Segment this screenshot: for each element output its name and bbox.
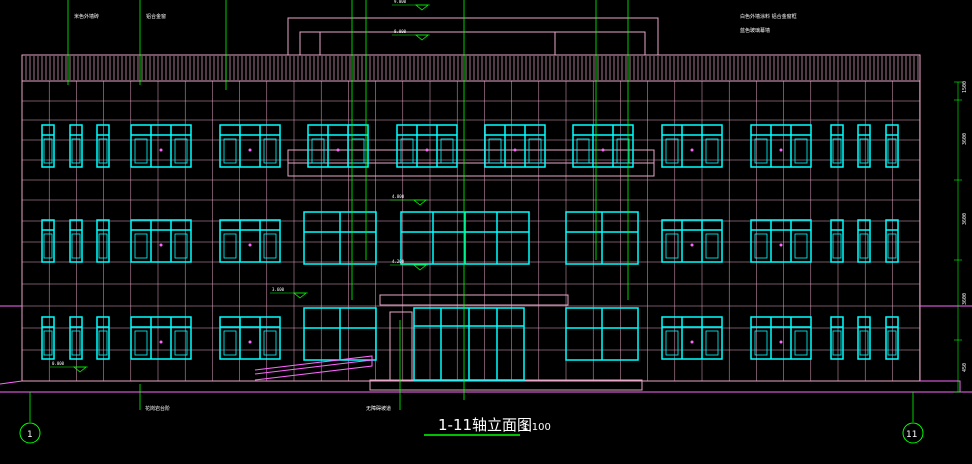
facade-outline	[21, 80, 921, 382]
entrance-portico	[287, 149, 655, 391]
window	[661, 219, 723, 263]
axis-bubble-left: 1	[19, 422, 41, 444]
window	[219, 316, 281, 360]
narrow-window	[885, 124, 899, 168]
bay-window	[303, 211, 377, 265]
window-handle-icon	[513, 148, 517, 152]
window-handle-icon	[690, 340, 694, 344]
elevation-label: 0.000	[52, 361, 65, 366]
elevation-mark: 4.800	[390, 194, 428, 206]
bay-window	[565, 307, 639, 361]
window	[130, 316, 192, 360]
narrow-window	[857, 219, 871, 263]
window	[396, 124, 458, 168]
annotation-leaders	[29, 0, 914, 422]
elevation-label: 4.800	[392, 194, 405, 199]
narrow-window	[885, 219, 899, 263]
elevation-mark: 0.000	[50, 361, 88, 373]
bay-window	[565, 211, 639, 265]
dim-2: 3600	[962, 133, 968, 145]
roof-stair-tower	[287, 17, 659, 55]
narrow-window	[41, 124, 55, 168]
window	[130, 124, 192, 168]
elevation-label: 9.000	[394, 0, 407, 4]
window-handle-icon	[690, 148, 694, 152]
elevation-mark: 4.200	[390, 259, 428, 271]
dim-4: 3600	[962, 293, 968, 305]
window-handle-icon	[248, 340, 252, 344]
narrow-window	[830, 124, 844, 168]
dim-3: 3600	[962, 213, 968, 225]
window-handle-icon	[159, 340, 163, 344]
window-set	[41, 124, 899, 361]
window-handle-icon	[690, 243, 694, 247]
window-handle-icon	[336, 148, 340, 152]
window	[307, 124, 369, 168]
narrow-window	[830, 316, 844, 360]
narrow-window	[96, 124, 110, 168]
window-handle-icon	[779, 243, 783, 247]
note-bottom-left: 花岗岩台阶	[145, 405, 170, 412]
facade-tile-grid	[21, 81, 920, 381]
svg-text:1: 1	[27, 430, 33, 440]
window	[572, 124, 634, 168]
window-handle-icon	[248, 243, 252, 247]
window-handle-icon	[159, 148, 163, 152]
elevation-mark: 3.600	[270, 287, 308, 299]
svg-text:11: 11	[906, 430, 917, 440]
window-handle-icon	[601, 148, 605, 152]
elevation-label: 8.000	[394, 29, 407, 34]
narrow-window	[857, 124, 871, 168]
elevation-label: 4.200	[392, 259, 405, 264]
dim-1: 1500	[962, 81, 968, 93]
window	[484, 124, 546, 168]
note-top-right-1: 白色外墙涂料 铝合金窗框	[740, 13, 797, 20]
narrow-window	[885, 316, 899, 360]
window	[661, 124, 723, 168]
window-handle-icon	[425, 148, 429, 152]
note-top-left-1: 米色外墙砖	[74, 13, 99, 20]
note-top-right-2: 蓝色玻璃幕墙	[740, 27, 770, 34]
window	[219, 219, 281, 263]
bay-window	[400, 211, 530, 265]
narrow-window	[69, 316, 83, 360]
window-handle-icon	[248, 148, 252, 152]
narrow-window	[857, 316, 871, 360]
drawing-scale: 1:100	[522, 422, 551, 433]
note-bottom-right: 无障碍坡道	[366, 405, 391, 412]
ground-line	[0, 305, 972, 393]
window-handle-icon	[779, 148, 783, 152]
narrow-window	[69, 219, 83, 263]
narrow-window	[96, 316, 110, 360]
elevation-mark: 8.000	[392, 29, 430, 41]
accessibility-ramp	[254, 355, 373, 381]
window-handle-icon	[779, 340, 783, 344]
elevation-markers: 9.000 8.000 4.800 4.200 3.600 0.000	[50, 0, 430, 373]
narrow-window	[69, 124, 83, 168]
window	[219, 124, 281, 168]
axis-bubble-right: 11	[902, 422, 924, 444]
narrow-window	[41, 219, 55, 263]
narrow-window	[96, 219, 110, 263]
elevation-mark: 9.000	[392, 0, 430, 11]
narrow-window	[41, 316, 55, 360]
dim-5: 450	[962, 363, 968, 372]
note-top-left-2: 铝合金窗	[146, 13, 166, 20]
window	[661, 316, 723, 360]
window	[750, 219, 812, 263]
window	[750, 124, 812, 168]
window-handle-icon	[159, 243, 163, 247]
window	[130, 219, 192, 263]
side-door	[389, 311, 413, 381]
drawing-title: 1-11轴立面图	[438, 416, 532, 434]
narrow-window	[830, 219, 844, 263]
roof-parapet	[21, 54, 921, 82]
bay-window	[303, 307, 377, 361]
entrance-doors	[413, 307, 525, 381]
dimension-chain	[954, 81, 962, 393]
elevation-label: 3.600	[272, 287, 285, 292]
window	[750, 316, 812, 360]
